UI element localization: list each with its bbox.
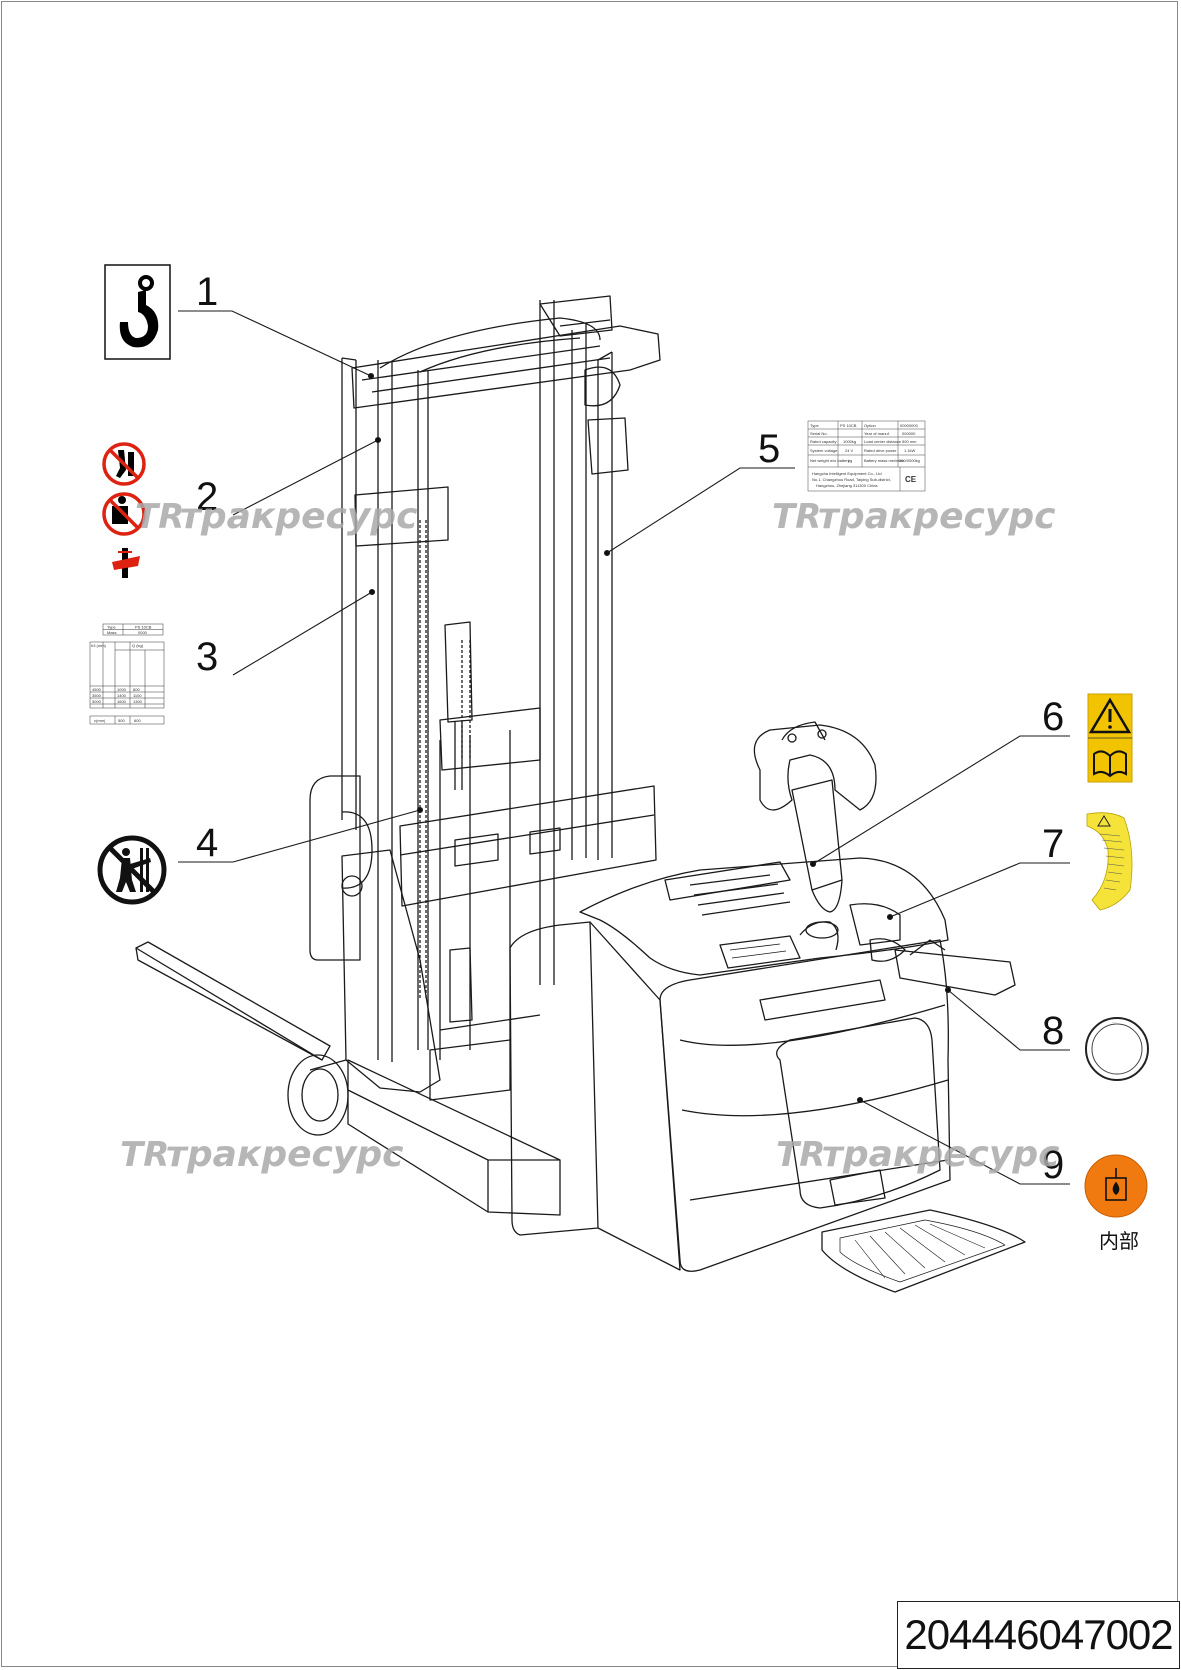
warning-triangle-icon (1088, 697, 1132, 734)
chart-row-1-q1: 1000 (117, 687, 127, 692)
np-address-2: Hangzhou, Zhejiang 311300 China (816, 483, 878, 488)
leader-7 (889, 862, 1070, 918)
np-r1-c4: 00000000 (900, 423, 919, 428)
watermark-3: TR тракресурс (120, 1134, 403, 1175)
watermark-1-text: тракресурс (180, 496, 417, 537)
chart-c-value-1: 500 (118, 718, 125, 723)
watermark-2-text: тракресурс (818, 496, 1055, 537)
np-r3-c1: Rated capacity (810, 439, 836, 444)
np-maker: Hangcha Intelligent Equipment Co., Ltd (812, 471, 882, 476)
callout-6: 6 (1042, 695, 1064, 739)
callout-4: 4 (196, 821, 218, 865)
part-number-box: 204446047002 (897, 1601, 1180, 1669)
watermark-2: TR тракресурс (772, 496, 1055, 537)
chart-row-2-q1: 1400 (117, 693, 127, 698)
decal-6-warning-read-manual (1087, 693, 1133, 783)
callout-2: 2 (196, 475, 218, 519)
chart-model-value: PS 10CB (135, 625, 152, 630)
chart-row-2-h: 3500 (92, 693, 102, 698)
chart-mass-value: 0000 (138, 630, 148, 635)
chart-h-header: h3 (mm) (91, 643, 107, 648)
watermark-3-text: тракресурс (166, 1134, 403, 1175)
watermark-1: TR тракресурс (135, 496, 417, 537)
chart-mass-label: Mass (107, 630, 117, 635)
np-address-1: No.1, Changzhou Road, Taiping Sub-distri… (812, 477, 891, 482)
np-r5-c3: Battery mass min/max (864, 458, 904, 463)
chart-row-3-h: 3000 (92, 699, 102, 704)
np-r3-c2: 1000kg (843, 439, 856, 444)
chart-row-3-q2: 1300 (133, 699, 143, 704)
np-r1-c2: PS 10CB (840, 423, 857, 428)
chart-row-1-h: 4500 (92, 687, 102, 692)
leader-2 (232, 439, 379, 516)
chart-q-header: Q (kg) (132, 643, 144, 648)
np-r2-c1: Serial No. (810, 431, 828, 436)
np-r4-c2: 24 V (845, 448, 854, 453)
watermark-4-logo: TR (776, 1135, 825, 1175)
np-r5-c1: Net weight w/o battery (810, 458, 850, 463)
leader-4 (178, 809, 421, 863)
chart-c-label: c(mm) (94, 718, 106, 723)
open-book-icon (1093, 750, 1127, 778)
part-number: 204446047002 (904, 1611, 1173, 1658)
callout-3: 3 (196, 635, 218, 679)
chart-row-3-q1: 1600 (117, 699, 127, 704)
decal-1-lifting-hook (104, 264, 171, 360)
np-r5-c2: kg (848, 458, 852, 463)
no-standing-icon (102, 442, 146, 486)
decal-4-no-reach-through (97, 835, 167, 905)
no-riding-icon (102, 492, 146, 536)
decal-7-warning-instructions (1086, 812, 1133, 911)
watermark-4: TR тракресурс (776, 1134, 1059, 1175)
np-r2-c3: Year of manuf. (864, 431, 890, 436)
leader-8 (947, 989, 1070, 1051)
callout-8: 8 (1042, 1009, 1064, 1053)
leader-6 (812, 735, 1070, 865)
np-r3-c4: 500 mm (902, 439, 917, 444)
hook-icon (119, 275, 159, 348)
leader-5 (606, 467, 795, 554)
chart-c-value-2: 600 (134, 718, 141, 723)
leader-lines (178, 310, 1070, 1185)
stacker-illustration (135, 295, 1026, 1293)
np-r4-c4: 1.1kW (904, 448, 916, 453)
callout-7: 7 (1042, 822, 1064, 866)
oil-tank-icon (1105, 1168, 1127, 1201)
np-r1-c1: Type (810, 423, 819, 428)
chart-row-1-q2: 800 (133, 687, 140, 692)
chart-row-2-q2: 1100 (133, 693, 142, 698)
watermark-1-logo: TR (135, 497, 184, 537)
watermark-4-text: тракресурс (822, 1134, 1059, 1175)
decal-8-ring-label: ··· (1085, 1017, 1149, 1081)
np-r5-c4: 000/0000kg (899, 458, 920, 463)
callout-5: 5 (758, 427, 780, 471)
decal-5-nameplate: Type PS 10CB Option 00000000 Serial No. … (807, 420, 926, 492)
watermark-2-logo: TR (772, 497, 821, 537)
leader-9 (859, 1099, 1070, 1185)
chart-type-label: Type (107, 625, 116, 630)
pinch-hazard-icon (112, 548, 140, 578)
decal-2-prohibitions (102, 442, 146, 578)
callout-1: 1 (196, 270, 218, 314)
np-ce-mark: CE (905, 475, 917, 484)
callout-9: 9 (1042, 1143, 1064, 1187)
np-r1-c3: Option (864, 423, 876, 428)
np-r3-c3: Load center distance (864, 439, 902, 444)
np-r4-c1: System voltage (810, 448, 838, 453)
no-reach-icon (116, 848, 151, 892)
decal-9-oil-level: 内部 (1084, 1154, 1148, 1253)
np-r2-c4: 000000 (902, 431, 916, 436)
np-r4-c3: Rated drive power (864, 448, 897, 453)
watermark-3-logo: TR (120, 1135, 169, 1175)
decal-3-capacity-chart: Type PS 10CB Mass 0000 h3 (mm) Q (kg) 45… (89, 623, 165, 725)
leader-1 (178, 310, 372, 377)
leader-3 (232, 591, 373, 676)
svg-text:···: ··· (1112, 1020, 1116, 1025)
decal-9-caption: 内部 (1099, 1229, 1139, 1253)
callout-numbers: 1 2 3 4 5 6 7 8 9 (196, 270, 1064, 1187)
